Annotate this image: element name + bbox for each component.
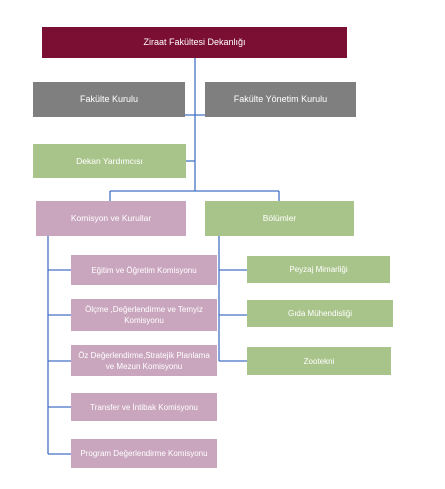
vice-dean-label: Dekan Yardımcısı [76, 155, 143, 166]
department-item-label: Zootekni [303, 356, 335, 366]
department-item: Gıda Mühendisliği [247, 300, 393, 327]
faculty-board-box: Fakülte Kurulu [33, 82, 185, 117]
commissions-box: Komisyon ve Kurullar [36, 201, 186, 236]
department-item: Zootekni [247, 347, 391, 375]
commission-item: Program Değerlendirme Komisyonu [71, 439, 217, 468]
commission-item: Öz Değerlendirme,Stratejik Planlama ve M… [71, 345, 217, 376]
executive-board-label: Fakülte Yönetim Kurulu [233, 94, 328, 104]
departments-label: Bölümler [262, 213, 297, 223]
faculty-board-label: Fakülte Kurulu [79, 94, 139, 104]
commissions-label: Komisyon ve Kurullar [70, 213, 152, 223]
departments-box: Bölümler [205, 201, 354, 236]
dean-office-label: Ziraat Fakültesi Dekanlığı [143, 37, 246, 47]
commission-item-label: Transfer ve İntibak Komisyonu [90, 402, 198, 412]
dean-office-box: Ziraat Fakültesi Dekanlığı [42, 27, 347, 58]
vice-dean-box: Dekan Yardımcısı [33, 144, 186, 178]
executive-board-box: Fakülte Yönetim Kurulu [205, 82, 356, 117]
commission-item-label: Program Değerlendirme Komisyonu [80, 449, 208, 458]
commission-item-label: Eğitim ve Öğretim Komisyonu [91, 265, 197, 275]
commission-item: Transfer ve İntibak Komisyonu [71, 393, 217, 421]
commission-item-label: Ölçme ,Değerlendirme ve Temyiz Komisyonu [85, 305, 203, 325]
commission-item: Ölçme ,Değerlendirme ve Temyiz Komisyonu [71, 299, 217, 331]
commission-item: Eğitim ve Öğretim Komisyonu [71, 255, 217, 285]
commission-item-label: Öz Değerlendirme,Stratejik Planlama ve M… [78, 350, 210, 371]
department-item-label: Peyzaj Mimarliği [289, 265, 348, 274]
department-item-label: Gıda Mühendisliği [287, 309, 353, 318]
department-item: Peyzaj Mimarliği [247, 256, 390, 283]
